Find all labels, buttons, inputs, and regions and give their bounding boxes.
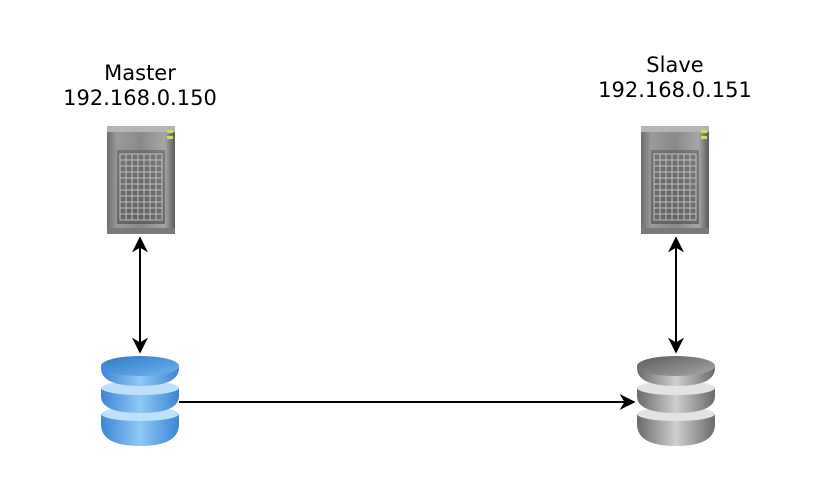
master-server-icon	[107, 126, 175, 234]
master-ip: 192.168.0.150	[63, 86, 217, 110]
master-label: Master 192.168.0.150	[30, 61, 250, 111]
master-name: Master	[104, 61, 176, 85]
slave-server-icon	[641, 126, 709, 234]
master-database-icon	[101, 356, 179, 446]
slave-database-icon	[637, 356, 715, 446]
slave-ip: 192.168.0.151	[598, 78, 752, 102]
slave-name: Slave	[646, 53, 704, 77]
slave-label: Slave 192.168.0.151	[565, 53, 785, 103]
